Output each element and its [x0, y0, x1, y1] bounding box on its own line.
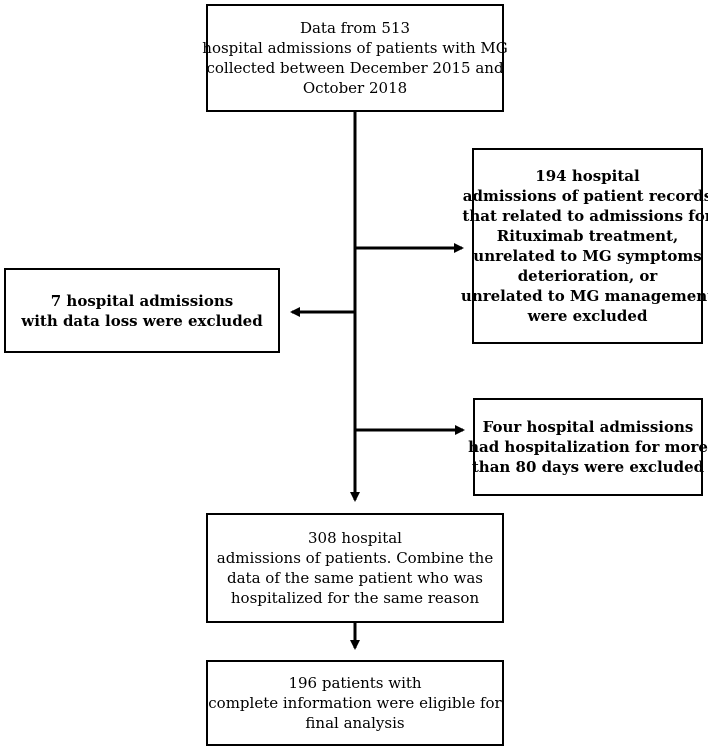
patients-196-line-3: final analysis	[305, 714, 405, 732]
excluded-194-line-2: admissions of patient records	[462, 187, 708, 205]
source-line-4: October 2018	[302, 79, 408, 97]
excluded-194-box: 194 hospital admissions of patient recor…	[461, 148, 708, 344]
patients-196-box: 196 patients with complete information w…	[206, 660, 504, 746]
excluded-194-line-6: deterioration, or	[517, 267, 658, 285]
excluded-194-line-1: 194 hospital	[535, 167, 640, 185]
excluded-7-box: 7 hospital admissions with data loss wer…	[4, 268, 280, 353]
excluded-4-line-2: had hospitalization for more	[468, 438, 708, 456]
admissions-308-line-4: hospitalized for the same reason	[230, 589, 480, 607]
excluded-7-line-1: 7 hospital admissions	[50, 291, 234, 310]
patients-196-line-2: complete information were eligible for	[208, 694, 502, 712]
patients-196-line-1: 196 patients with	[288, 674, 422, 692]
source-data-box: Data from 513 hospital admissions of pat…	[202, 4, 508, 112]
excluded-4-line-1: Four hospital admissions	[482, 418, 694, 436]
source-line-1: Data from 513	[299, 19, 411, 37]
admissions-308-line-3: data of the same patient who was	[227, 569, 483, 587]
admissions-308-line-1: 308 hospital	[308, 529, 402, 547]
excluded-194-line-7: unrelated to MG management	[460, 287, 708, 305]
excluded-194-line-4: Rituximab treatment,	[496, 227, 679, 245]
excluded-194-line-5: unrelated to MG symptoms	[473, 247, 702, 265]
excluded-194-line-3: that related to admissions for	[462, 207, 708, 225]
admissions-308-box: 308 hospital admissions of patients. Com…	[206, 513, 504, 623]
excluded-4-box: Four hospital admissions had hospitaliza…	[468, 398, 708, 496]
admissions-308-line-2: admissions of patients. Combine the	[216, 549, 494, 567]
excluded-7-line-2: with data loss were excluded	[21, 311, 263, 330]
source-line-3: collected between December 2015 and	[206, 59, 504, 77]
source-line-2: hospital admissions of patients with MG	[202, 39, 508, 57]
excluded-4-line-3: than 80 days were excluded	[471, 458, 705, 476]
excluded-194-line-8: were excluded	[527, 307, 648, 325]
